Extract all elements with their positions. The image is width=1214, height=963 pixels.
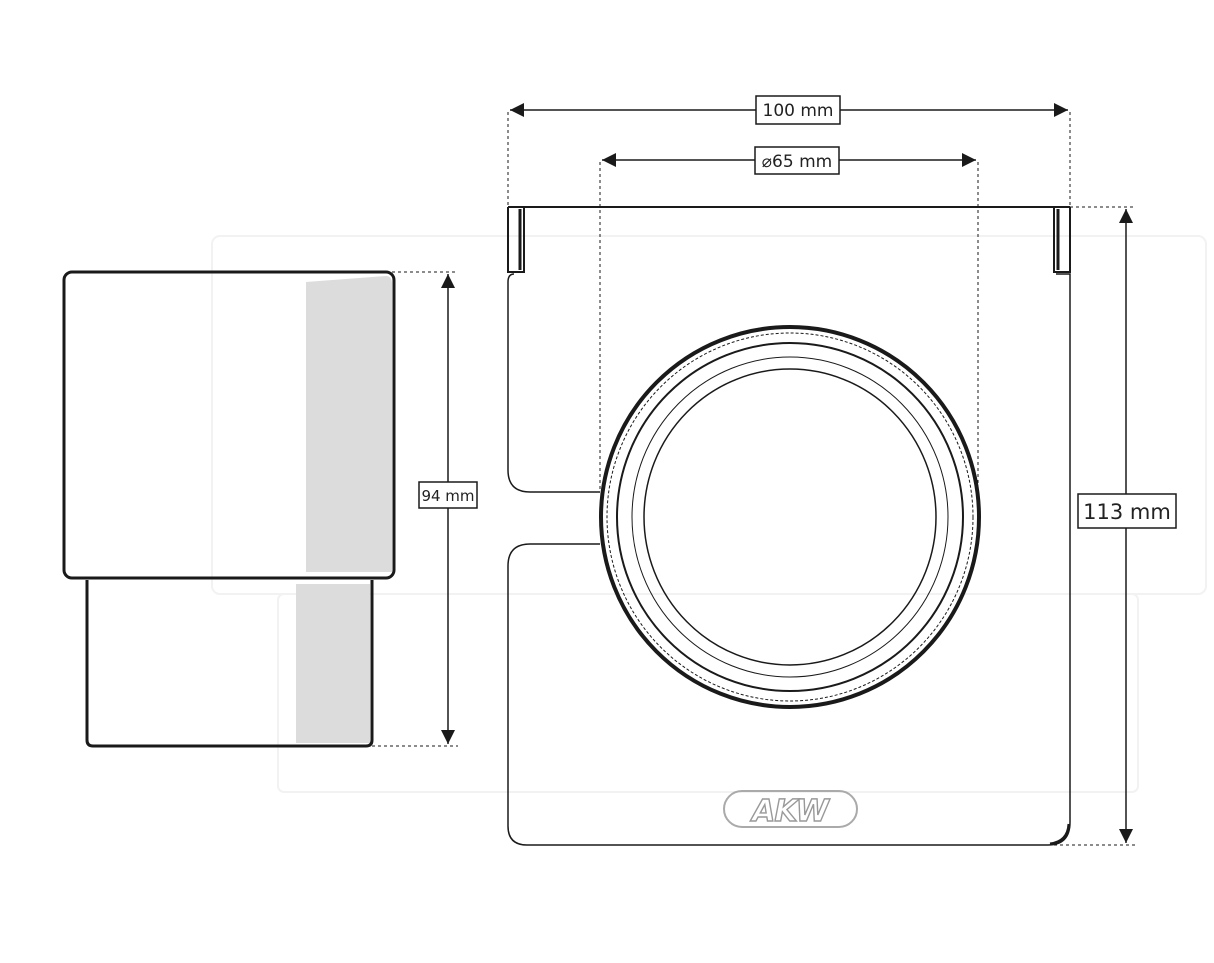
overall-width-label-box (755, 95, 841, 125)
front-height-label: 113 mm (1083, 500, 1171, 524)
front-view-lower-left-body (507, 273, 1071, 846)
pipe-socket (599, 325, 981, 709)
side-view-lower-spigot (85, 580, 374, 748)
pipe-diameter-label: ⌀65 mm (762, 152, 832, 172)
middle-ring-inner (631, 356, 949, 678)
side-height-label-box (418, 481, 478, 509)
side-height-dimension: 94 mm (372, 271, 478, 747)
side-height-label: 94 mm (421, 487, 474, 505)
front-height-dimension: 113 mm (1048, 206, 1177, 846)
front-view-left-tab (507, 207, 525, 273)
front-view-upper-left-body (507, 273, 600, 493)
side-view (62, 270, 396, 748)
inner-bore (643, 368, 937, 666)
pipe-diameter-dimension: ⌀65 mm (599, 146, 979, 490)
outer-ring-dashed (606, 332, 974, 702)
front-view (507, 206, 1071, 846)
front-view-right-tab (1053, 207, 1071, 273)
side-view-lower-shade (296, 584, 370, 743)
watermark-background (211, 235, 1207, 793)
brand-logo-text: AKW (750, 794, 831, 829)
pipe-diameter-label-box (754, 146, 840, 175)
side-view-upper-shade (306, 276, 392, 572)
brand-logo: AKW (723, 790, 858, 830)
overall-width-label: 100 mm (763, 101, 834, 121)
outer-ring (599, 325, 981, 709)
front-height-label-box (1077, 493, 1177, 529)
overall-width-dimension: 100 mm (507, 95, 1071, 207)
middle-ring (616, 342, 964, 692)
